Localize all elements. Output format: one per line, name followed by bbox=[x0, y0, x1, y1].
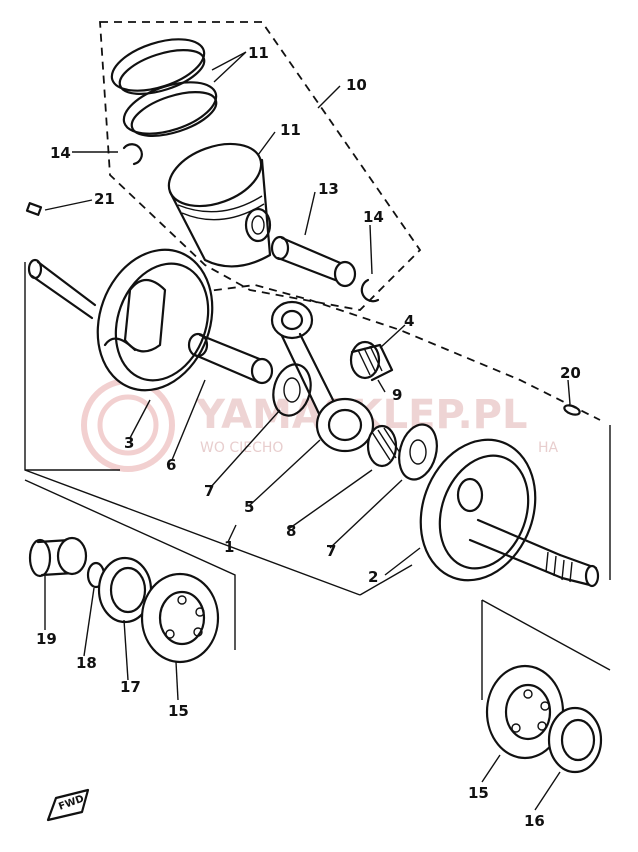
callout-20: 20 bbox=[560, 364, 581, 382]
callout-2: 2 bbox=[368, 568, 378, 586]
crank-pin bbox=[187, 332, 274, 385]
callout-21: 21 bbox=[94, 190, 115, 208]
collar bbox=[28, 536, 88, 578]
watermark-tagline-left: WO CIECHO bbox=[200, 440, 283, 456]
callout-16: 16 bbox=[524, 812, 545, 830]
small-end-bearing bbox=[349, 340, 394, 382]
callout-17: 17 bbox=[120, 678, 141, 696]
callout-12: 11 bbox=[248, 44, 269, 62]
callout-10: 10 bbox=[346, 76, 367, 94]
thrust-washer-right bbox=[398, 423, 438, 481]
leader-lines bbox=[44, 51, 571, 811]
crank-group-boundary bbox=[199, 284, 601, 421]
woodruff-key bbox=[25, 202, 43, 216]
callout-6: 6 bbox=[166, 456, 176, 474]
left-bearing-bracket bbox=[24, 479, 236, 650]
main-bearing-left bbox=[140, 572, 220, 664]
right-crank-half bbox=[419, 438, 600, 588]
callout-11: 11 bbox=[280, 121, 301, 139]
piston-pin bbox=[270, 235, 357, 288]
callout-7-right: 7 bbox=[326, 542, 336, 560]
watermark-tagline-right: HA bbox=[538, 440, 559, 456]
connecting-rod bbox=[270, 300, 375, 453]
right-bearing-bracket bbox=[481, 599, 611, 700]
callout-9: 9 bbox=[392, 386, 402, 404]
callout-15-left: 15 bbox=[168, 702, 189, 720]
callout-14-left: 14 bbox=[50, 144, 71, 162]
oil-seal-right bbox=[547, 706, 603, 774]
callout-13: 13 bbox=[318, 180, 339, 198]
callout-7-left: 7 bbox=[204, 482, 214, 500]
circlip-lower bbox=[360, 278, 380, 303]
callout-18: 18 bbox=[76, 654, 97, 672]
left-crank-half bbox=[27, 248, 214, 392]
callout-3: 3 bbox=[124, 434, 134, 452]
callout-4: 4 bbox=[404, 312, 414, 330]
big-end-bearing bbox=[366, 424, 403, 468]
crank-assembly-bracket bbox=[24, 262, 611, 596]
piston-rings bbox=[110, 38, 218, 137]
callout-19: 19 bbox=[36, 630, 57, 648]
fwd-arrow-icon: FWD bbox=[46, 788, 90, 822]
main-bearing-right bbox=[485, 664, 565, 760]
callout-15-right: 15 bbox=[468, 784, 489, 802]
piston-group-boundary bbox=[99, 21, 422, 311]
woodruff-key-right bbox=[563, 404, 581, 416]
piston bbox=[167, 142, 272, 268]
callout-5: 5 bbox=[244, 498, 254, 516]
callout-1: 1 bbox=[224, 538, 234, 556]
callout-8: 8 bbox=[286, 522, 296, 540]
oil-seal bbox=[97, 556, 153, 624]
callouts: 11 10 11 13 14 14 21 4 9 20 3 6 7 5 8 7 … bbox=[36, 44, 581, 830]
callout-14-right: 14 bbox=[363, 208, 384, 226]
circlip-upper bbox=[122, 143, 143, 166]
